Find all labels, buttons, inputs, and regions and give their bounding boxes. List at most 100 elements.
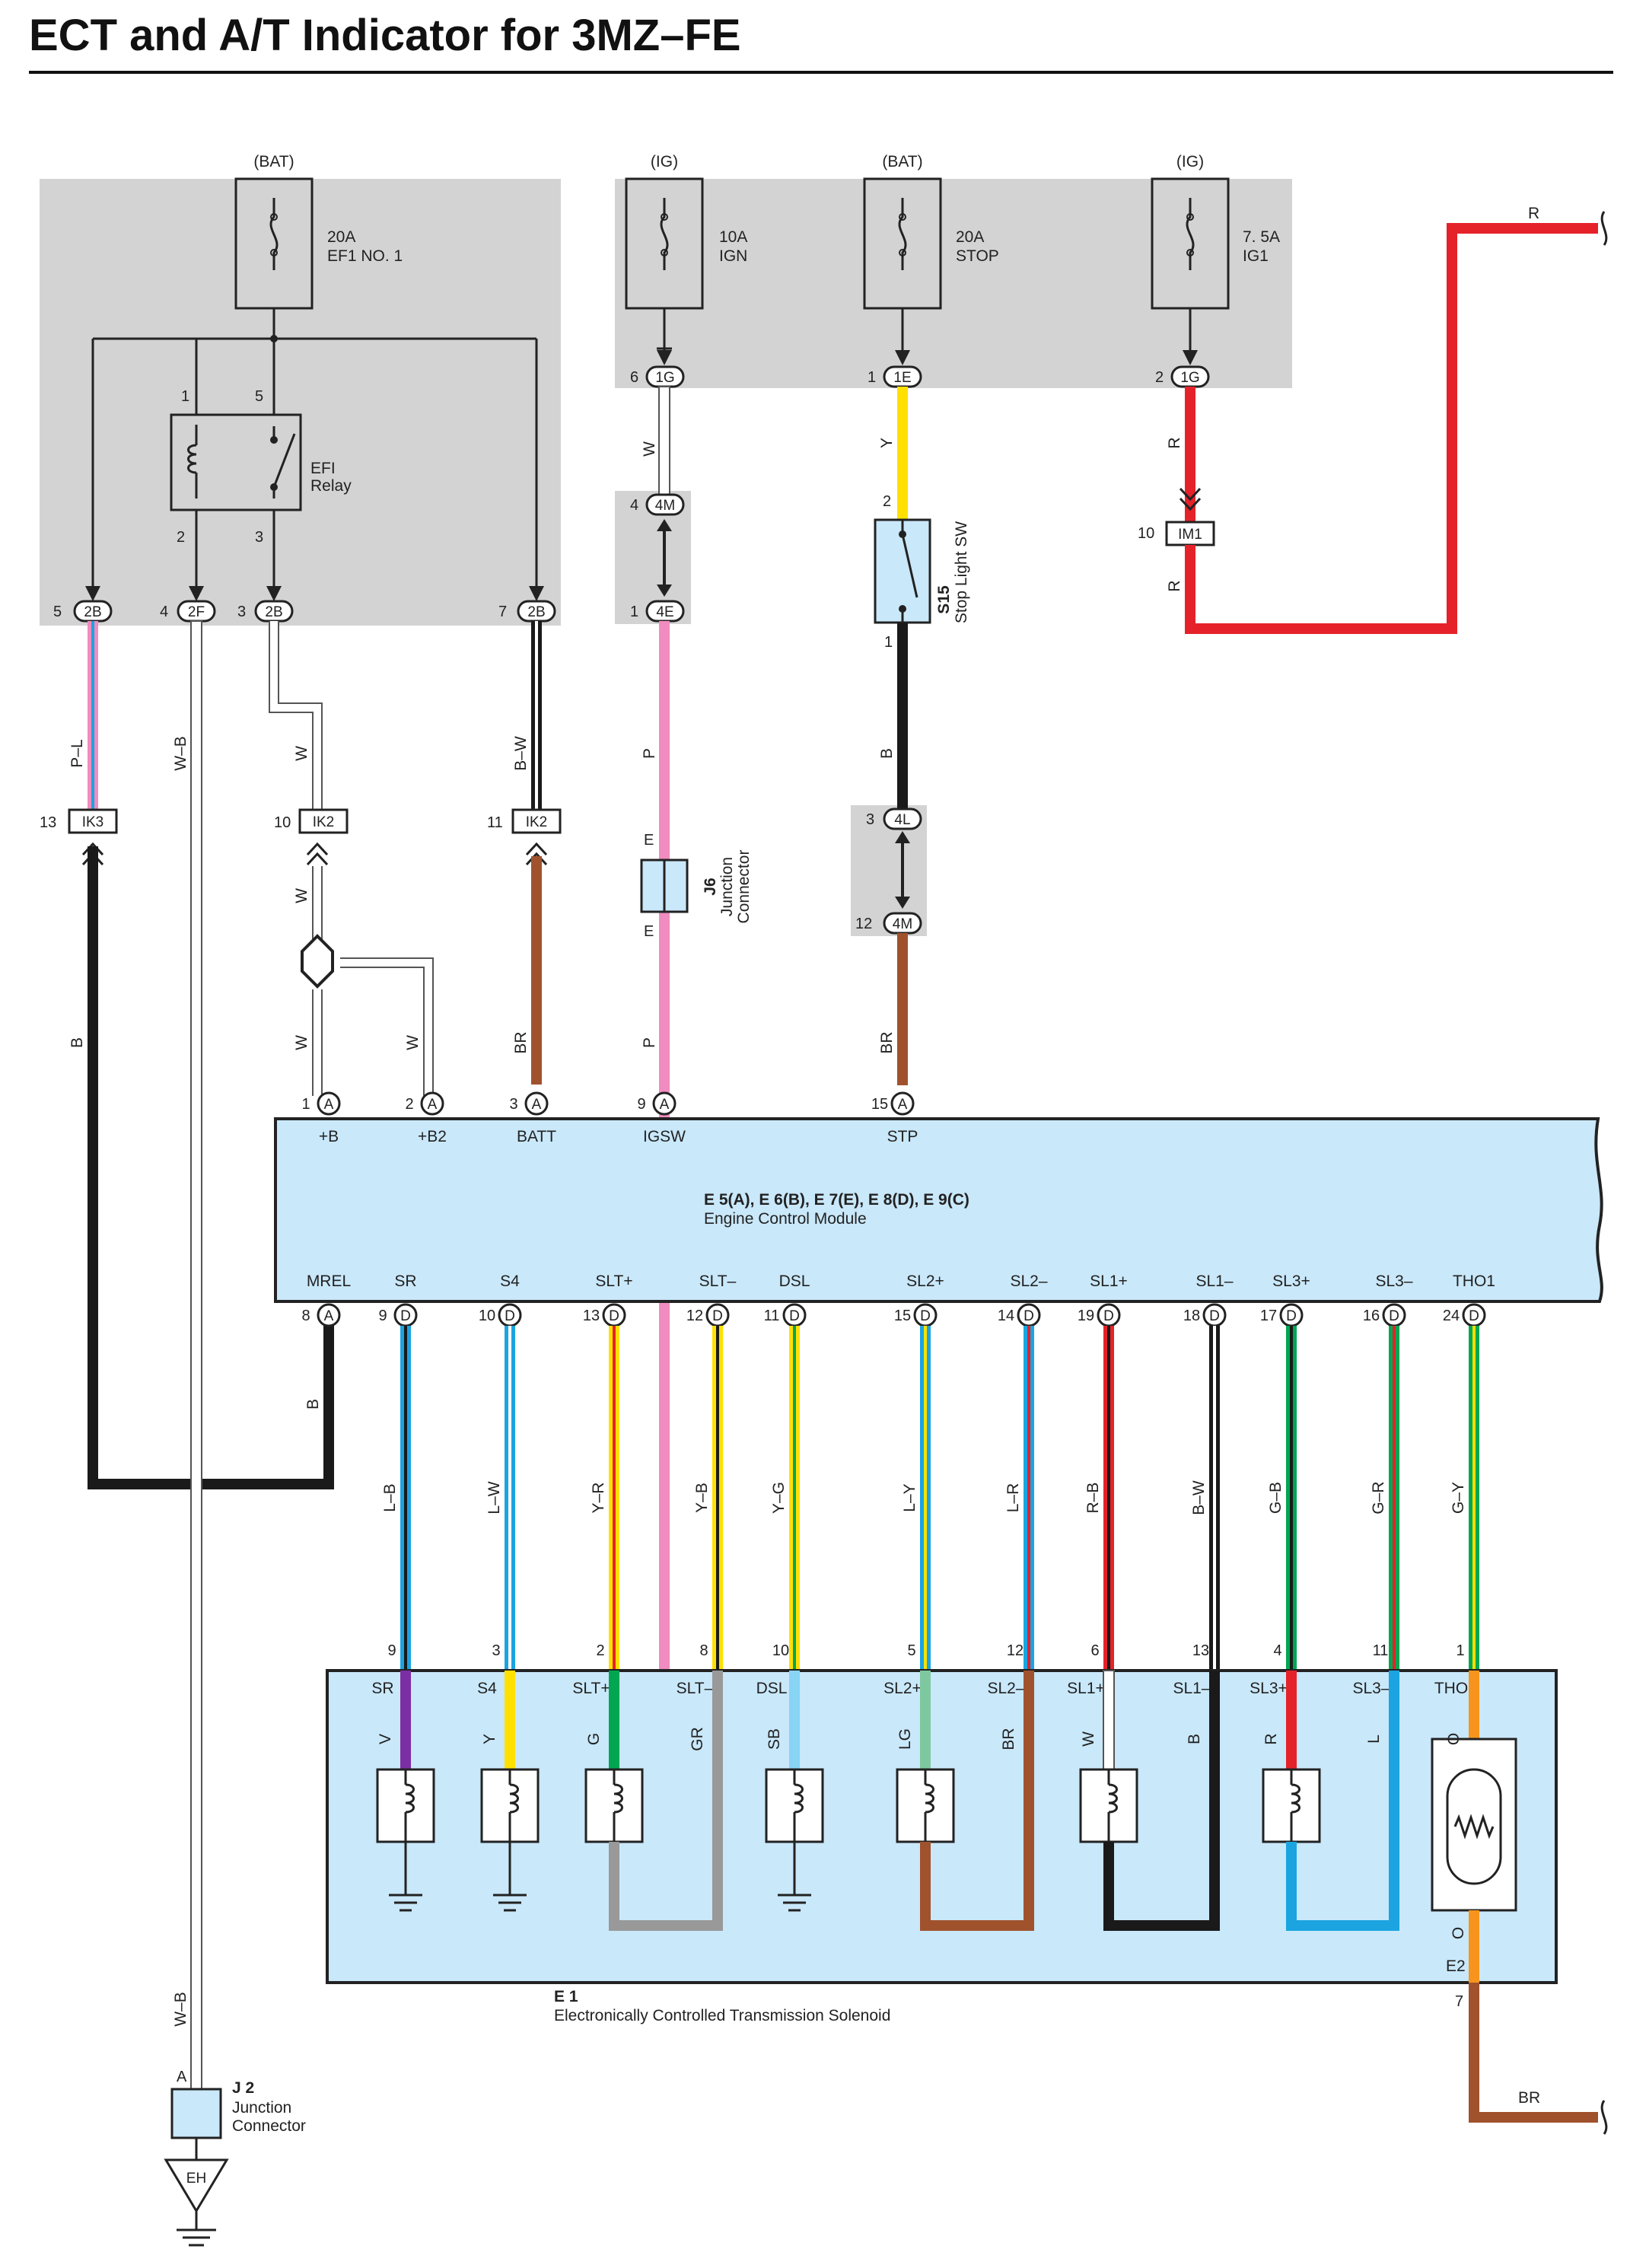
svg-text:6: 6 (1090, 1642, 1099, 1659)
ecm-bottom-terminal: A8 (301, 1303, 341, 1327)
ecm-top-label: +B2 (418, 1128, 447, 1145)
conn-4m-4: 4 4M (630, 493, 685, 516)
svg-text:E2: E2 (1446, 1957, 1466, 1975)
svg-text:R: R (1528, 205, 1539, 222)
solenoid-return-wire (920, 1769, 1034, 1931)
ground-symbol (493, 1842, 527, 1912)
svg-text:Y: Y (481, 1734, 498, 1744)
svg-text:EF1 NO. 1: EF1 NO. 1 (327, 247, 403, 265)
svg-text:10A: 10A (719, 228, 747, 246)
svg-text:SL2–: SL2– (987, 1680, 1024, 1697)
ecm-bottom-label: SR (394, 1273, 416, 1290)
svg-text:L–Y: L–Y (901, 1483, 918, 1511)
ecm-bottom-terminal: D11 (764, 1303, 807, 1327)
svg-text:SL3–: SL3– (1352, 1680, 1390, 1697)
svg-text:BR: BR (1000, 1728, 1017, 1750)
wire-b-mrel: B B (68, 846, 334, 1489)
svg-text:2: 2 (177, 529, 185, 546)
conn-2f-4: 4 2F (160, 600, 216, 623)
svg-text:W: W (641, 441, 658, 457)
ecm-solenoid-wire: Y–B8 (693, 1326, 723, 1671)
ecm-bottom-terminal: D13 (583, 1303, 626, 1327)
svg-text:D: D (1389, 1308, 1399, 1324)
ecm-solenoid-wire: B–W13 (1190, 1326, 1220, 1671)
solenoid-return-wire (1286, 1769, 1399, 1931)
svg-text:3: 3 (237, 604, 246, 620)
svg-text:5: 5 (53, 604, 62, 620)
ecm-solenoid-wire: Y–G10 (770, 1326, 800, 1671)
svg-text:Stop Light SW: Stop Light SW (953, 521, 970, 623)
svg-text:1: 1 (868, 369, 876, 386)
svg-text:SL1–: SL1– (1173, 1680, 1210, 1697)
solenoid-coil (765, 1768, 824, 1843)
ecm-solenoid-wire: L–W3 (485, 1326, 515, 1671)
ecm-bottom-label: SL1+ (1090, 1273, 1128, 1290)
svg-text:4: 4 (160, 604, 168, 620)
svg-text:W: W (293, 746, 310, 761)
svg-text:11: 11 (487, 814, 503, 831)
svg-text:SLT–: SLT– (677, 1680, 714, 1697)
svg-text:6: 6 (630, 369, 638, 386)
wire-ig1-r: R 10 IM1 R R (1138, 205, 1608, 634)
svg-text:D: D (1286, 1308, 1297, 1324)
svg-text:13: 13 (583, 1308, 600, 1324)
svg-text:1: 1 (630, 604, 638, 620)
ecm-title: E 5(A), E 6(B), E 7(E), E 8(D), E 9(C) (704, 1191, 969, 1209)
solenoid-coil (1079, 1768, 1138, 1843)
svg-text:A: A (660, 1097, 670, 1113)
svg-text:4E: 4E (656, 604, 673, 620)
ecm-bottom-label: SL3– (1375, 1273, 1412, 1290)
svg-text:B–W: B–W (512, 736, 530, 771)
solenoid-name: Electronically Controlled Transmission S… (554, 2007, 890, 2024)
svg-text:20A: 20A (956, 228, 984, 246)
svg-text:IK2: IK2 (313, 814, 335, 830)
svg-text:19: 19 (1078, 1308, 1094, 1324)
svg-text:3: 3 (255, 529, 263, 546)
conn-1g-6: 6 1G (630, 365, 685, 388)
svg-text:L–B: L–B (381, 1483, 399, 1511)
svg-text:O: O (1450, 1927, 1467, 1939)
svg-text:10: 10 (1138, 525, 1154, 542)
svg-text:2: 2 (1155, 369, 1164, 386)
solenoid-terminal: SL1–B (1173, 1671, 1220, 1769)
svg-text:15: 15 (894, 1308, 911, 1324)
svg-text:SLT+: SLT+ (572, 1680, 610, 1697)
ecm-top-label: +B (319, 1128, 339, 1145)
svg-text:D: D (1103, 1308, 1114, 1324)
solenoid-terminal: SL3+R (1250, 1671, 1297, 1769)
svg-text:7: 7 (1455, 1993, 1463, 2010)
svg-text:10: 10 (274, 814, 291, 831)
splice-dot (270, 335, 278, 342)
s15-pin-bottom: 1 (884, 634, 893, 651)
svg-text:8: 8 (699, 1642, 708, 1659)
solenoid-coil (584, 1768, 644, 1843)
svg-text:4M: 4M (893, 916, 912, 932)
wire-ign-w: W (641, 386, 670, 502)
svg-text:SB: SB (766, 1728, 783, 1750)
svg-text:3: 3 (492, 1642, 500, 1659)
wire-bw: B–W (512, 621, 542, 811)
svg-text:2B: 2B (265, 604, 282, 620)
ecm-top-terminal: A1 (301, 1091, 341, 1116)
ecm-bottom-label: SL1– (1195, 1273, 1233, 1290)
double-arrow-4l-4m (895, 831, 910, 909)
svg-text:LG: LG (896, 1728, 914, 1750)
ecm-solenoid-wire: Y–R2 (590, 1326, 619, 1671)
svg-text:7: 7 (498, 604, 507, 620)
svg-text:A: A (428, 1097, 438, 1113)
solenoid-terminal: SL1+W (1067, 1670, 1115, 1770)
ecm-bottom-terminal: D18 (1183, 1303, 1227, 1327)
svg-text:S15: S15 (935, 585, 953, 614)
j6-junction-connector: E E J6 Junction Connector (640, 832, 753, 940)
ecm-bottom-label: S4 (500, 1273, 520, 1290)
svg-text:12: 12 (686, 1308, 703, 1324)
svg-text:G–R: G–R (1370, 1481, 1387, 1514)
svg-text:R: R (1166, 437, 1183, 448)
svg-text:2B: 2B (527, 604, 545, 620)
svg-text:D: D (920, 1308, 931, 1324)
svg-text:D: D (712, 1308, 723, 1324)
instrument-panel-jb-area (615, 179, 1292, 388)
ecm-bottom-label: MREL (307, 1273, 351, 1290)
ecm-box (274, 1117, 1603, 1303)
